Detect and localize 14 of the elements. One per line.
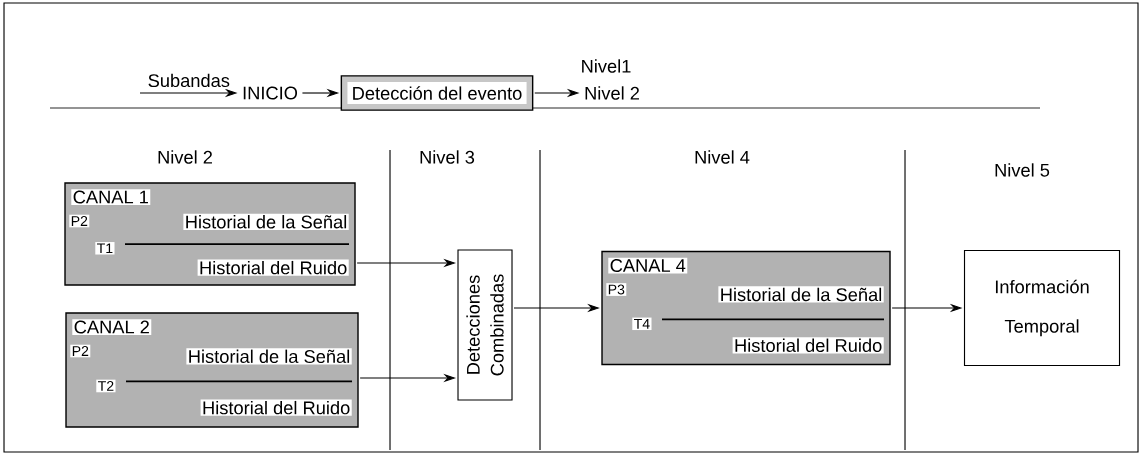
level-heading: Nivel 5 bbox=[995, 163, 1050, 177]
step-label: Nivel 2 bbox=[585, 86, 639, 100]
level-heading: Nivel 3 bbox=[420, 150, 475, 164]
level-heading: Nivel 2 bbox=[158, 150, 212, 164]
edge-label: Subandas bbox=[146, 72, 232, 89]
step-label: INICIO bbox=[243, 86, 298, 100]
level-heading: Nivel1 bbox=[582, 59, 631, 73]
output-box: Información Temporal bbox=[963, 249, 1121, 367]
channel-box: CANAL 1 P2 T1 Historial de la Señal Historial del Ruido bbox=[64, 182, 356, 286]
process-box: Detección del evento bbox=[340, 75, 534, 111]
channel-box: CANAL 4 P3 T4 Historial de la Señal Historial del Ruido bbox=[601, 250, 891, 366]
channel-box: CANAL 2 P2 T2 Historial de la Señal Historial del Ruido bbox=[65, 312, 359, 428]
level-heading: Nivel 4 bbox=[695, 150, 750, 164]
process-box: Detecciones Combinadas bbox=[457, 249, 513, 401]
